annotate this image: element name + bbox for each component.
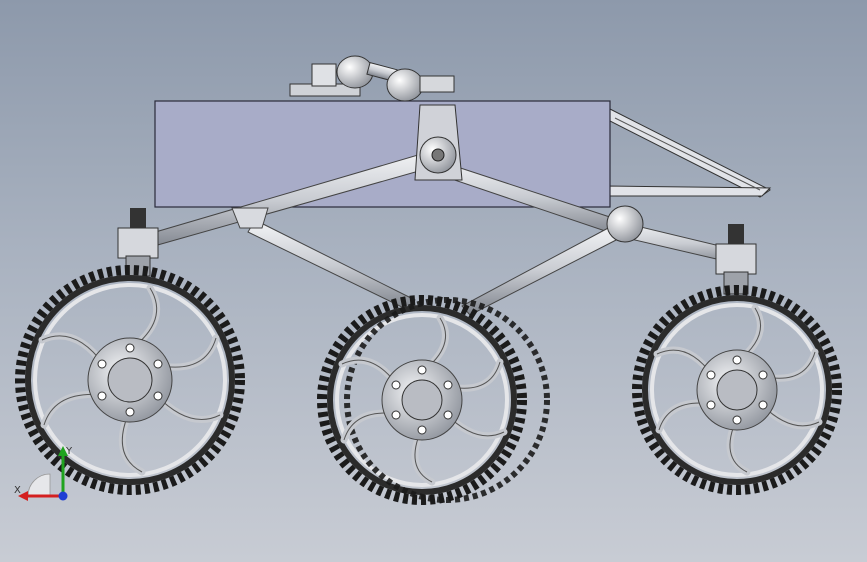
rover-body [154, 100, 611, 208]
y-axis-label: Y [65, 446, 73, 457]
wheel-rear [632, 285, 842, 495]
mast-arm [289, 55, 455, 102]
rear-steering-motor [715, 224, 757, 295]
solar-panel-frame [607, 107, 772, 198]
suspension-tubes [134, 149, 746, 316]
front-steering-motor [117, 208, 159, 277]
wheel-middle [317, 295, 550, 505]
coordinate-triad: Y X [14, 446, 73, 501]
z-axis-icon [58, 491, 68, 501]
wheel-front [15, 265, 245, 495]
x-axis-label: X [14, 485, 21, 496]
bogie-joint [606, 205, 644, 243]
central-pivot [414, 104, 463, 181]
